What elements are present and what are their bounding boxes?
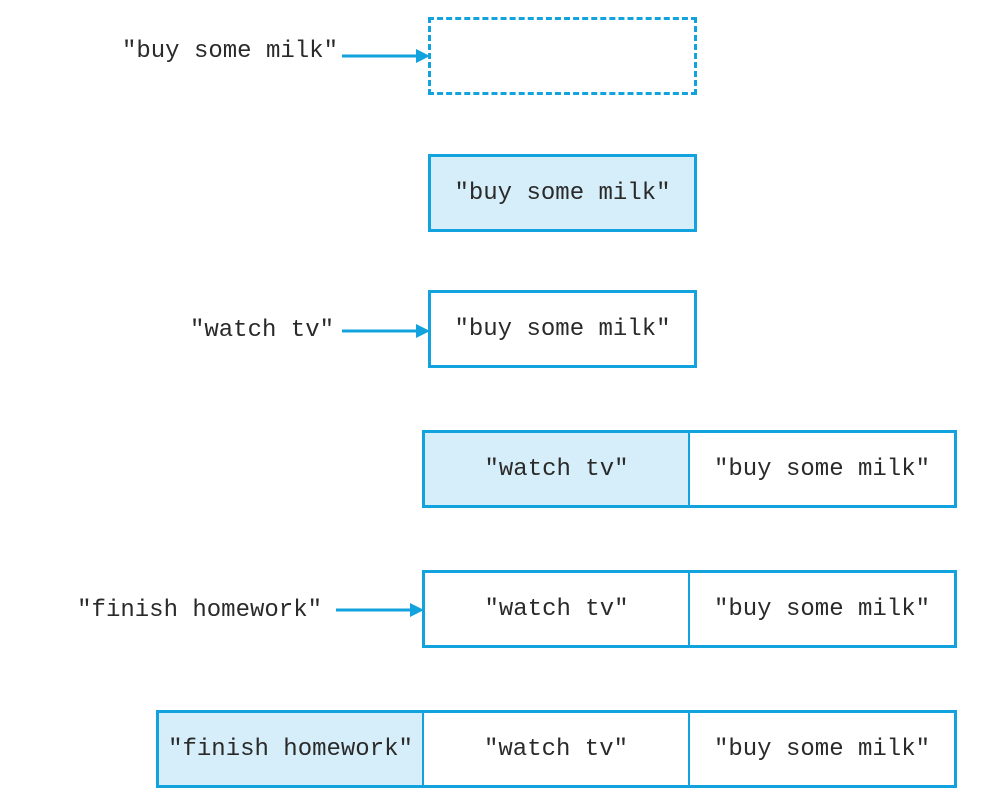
step-1: "buy some milk" xyxy=(0,16,1002,96)
step-2: "buy some milk" xyxy=(0,154,1002,234)
incoming-item-label: "finish homework" xyxy=(77,597,322,624)
list-cell: "watch tv" xyxy=(423,710,689,788)
list-cell: "buy some milk" xyxy=(689,570,957,648)
list-cell: "buy some milk" xyxy=(689,430,957,508)
arrow-right-icon xyxy=(342,321,430,341)
list-cell: "buy some milk" xyxy=(428,154,697,232)
step-3: "watch tv" "buy some milk" xyxy=(0,290,1002,370)
list-cell: "buy some milk" xyxy=(428,290,697,368)
list-cell: "watch tv" xyxy=(422,430,689,508)
incoming-item-label: "buy some milk" xyxy=(121,38,338,65)
list-cell: "buy some milk" xyxy=(689,710,957,788)
list-cell: "finish homework" xyxy=(156,710,423,788)
list-cell: "watch tv" xyxy=(422,570,689,648)
step-5: "finish homework" "watch tv" "buy some m… xyxy=(0,570,1002,650)
empty-slot xyxy=(428,17,697,95)
arrow-right-icon xyxy=(336,600,424,620)
incoming-item-label: "watch tv" xyxy=(189,317,334,344)
step-6: "finish homework" "watch tv" "buy some m… xyxy=(0,710,1002,790)
arrow-right-icon xyxy=(342,46,430,66)
step-4: "watch tv" "buy some milk" xyxy=(0,430,1002,510)
